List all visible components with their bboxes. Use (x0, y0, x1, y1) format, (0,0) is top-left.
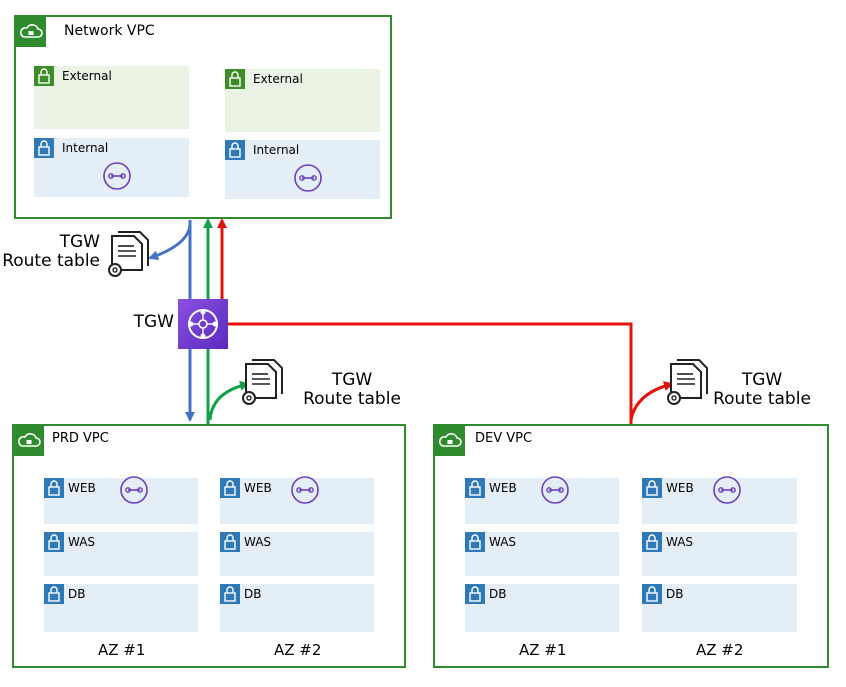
vpc-title: PRD VPC (52, 431, 109, 446)
db-subnet: DB (220, 584, 374, 632)
lock-icon (225, 69, 245, 89)
subnet-label: WEB (244, 481, 272, 495)
subnet-label: External (62, 69, 112, 83)
red-route-table-arrow (629, 381, 674, 421)
external-subnet: External (34, 66, 189, 129)
lock-icon (34, 138, 54, 158)
subnet-label: WAS (666, 535, 694, 549)
web-subnet: WEB (44, 475, 198, 524)
tgw-label: TGW (133, 312, 174, 332)
was-subnet: WAS (44, 532, 198, 576)
az-label: AZ #2 (274, 641, 322, 659)
vpc-cloud-icon (16, 17, 46, 47)
internal-subnet: Internal (225, 140, 380, 199)
route-table-label-line1: TGW (741, 370, 783, 390)
subnet-label: WAS (68, 535, 96, 549)
subnet-label: WEB (489, 481, 517, 495)
az-label: AZ #2 (696, 641, 744, 659)
subnet-label: Internal (62, 141, 109, 155)
transit-gateway-icon (178, 299, 228, 349)
lock-icon (465, 584, 485, 604)
route-table-label-line2: Route table (2, 251, 100, 271)
vpc-title: Network VPC (64, 23, 155, 39)
subnet-label: DB (666, 587, 684, 601)
blue-route-table-arrow (148, 224, 192, 261)
az-label: AZ #1 (98, 641, 146, 659)
lock-icon (44, 478, 64, 498)
network-vpc: Network VPC External External Internal I… (14, 15, 392, 219)
subnet-label: WEB (666, 481, 694, 495)
web-subnet: WEB (642, 475, 797, 524)
lock-icon (220, 478, 240, 498)
subnet-label: WAS (489, 535, 517, 549)
web-subnet: WEB (465, 475, 619, 524)
web-subnet: WEB (220, 475, 374, 524)
nat-gateway-icon (712, 475, 742, 505)
nat-gateway-icon (293, 163, 323, 193)
route-table-label-line1: TGW (59, 232, 100, 252)
az-label: AZ #1 (519, 641, 567, 659)
lock-icon (44, 584, 64, 604)
was-subnet: WAS (642, 532, 797, 576)
subnet-label: DB (68, 587, 86, 601)
db-subnet: DB (44, 584, 198, 632)
lock-icon (642, 478, 662, 498)
subnet-label: DB (244, 587, 262, 601)
nat-gateway-icon (119, 475, 149, 505)
subnet-label: WEB (68, 481, 96, 495)
nat-gateway-icon (102, 161, 132, 191)
lock-icon (34, 66, 54, 86)
route-table-label-line2: Route table (713, 389, 811, 409)
lock-icon (220, 532, 240, 552)
green-route-table-arrow (208, 380, 250, 421)
prd-route-table-label: TGW Route table (300, 371, 404, 409)
subnet-label: DB (489, 587, 507, 601)
internal-subnet: Internal (34, 138, 189, 197)
network-route-table-label: TGW Route table (0, 233, 100, 271)
route-table-document-icon (665, 356, 711, 408)
lock-icon (642, 532, 662, 552)
nat-gateway-icon (290, 475, 320, 505)
was-subnet: WAS (220, 532, 374, 576)
red-route-line (217, 218, 633, 425)
was-subnet: WAS (465, 532, 619, 576)
lock-icon (220, 584, 240, 604)
db-subnet: DB (465, 584, 619, 632)
dev-route-table-label: TGW Route table (710, 371, 814, 409)
lock-icon (225, 140, 245, 160)
route-table-document-icon (240, 356, 286, 408)
lock-icon (465, 478, 485, 498)
vpc-cloud-icon (435, 426, 465, 456)
prd-vpc: PRD VPC WEB WAS DB AZ #1 WEB WAS DB AZ #… (12, 424, 406, 668)
external-subnet: External (225, 69, 380, 132)
subnet-label: Internal (253, 143, 300, 157)
nat-gateway-icon (540, 475, 570, 505)
subnet-label: WAS (244, 535, 272, 549)
route-table-label-line2: Route table (303, 389, 401, 409)
lock-icon (465, 532, 485, 552)
vpc-cloud-icon (14, 426, 44, 456)
db-subnet: DB (642, 584, 797, 632)
lock-icon (44, 532, 64, 552)
route-table-label-line1: TGW (331, 370, 373, 390)
dev-vpc: DEV VPC WEB WAS DB AZ #1 WEB WAS DB AZ #… (433, 424, 829, 668)
lock-icon (642, 584, 662, 604)
subnet-label: External (253, 72, 303, 86)
vpc-title: DEV VPC (475, 431, 533, 446)
route-table-document-icon (106, 228, 152, 280)
